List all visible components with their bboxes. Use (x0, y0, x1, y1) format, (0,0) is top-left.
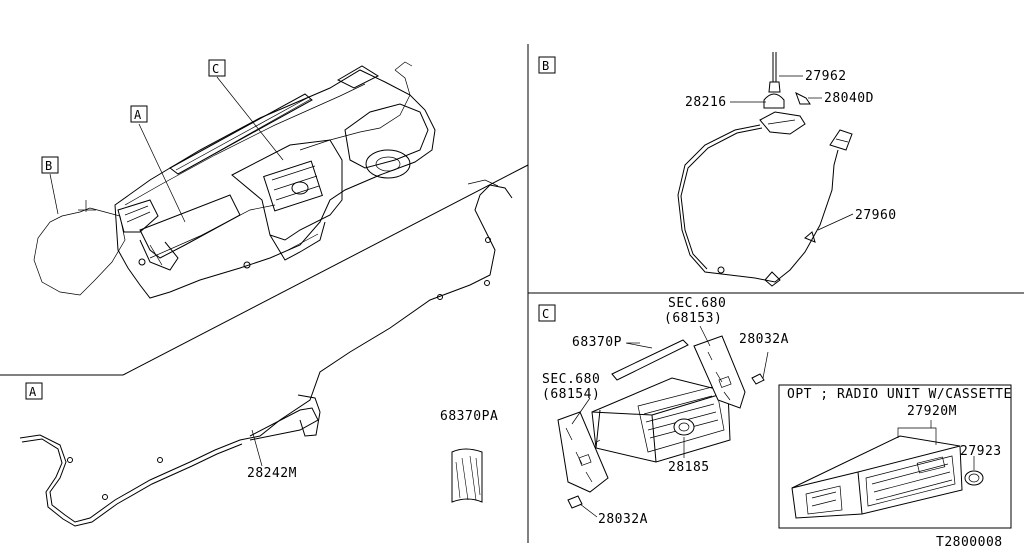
part-label-68370pa: 68370PA (440, 409, 498, 424)
overview-callout-c: C (208, 59, 226, 77)
svg-text:A: A (29, 385, 37, 399)
svg-text:C: C (212, 62, 219, 76)
part-label-27962: 27962 (805, 69, 847, 84)
section-label-a: A (25, 382, 43, 400)
part-label-27960: 27960 (855, 208, 897, 223)
part-label-27923: 27923 (960, 444, 1002, 459)
sec-ref-upper-line2: (68153) (664, 311, 722, 326)
part-label-68370p: 68370P (572, 335, 622, 350)
svg-text:C: C (542, 307, 549, 321)
sec-ref-lower-line2: (68154) (542, 387, 600, 402)
part-label-27920m: 27920M (907, 404, 957, 419)
section-label-b: B (538, 56, 556, 74)
sec-ref-upper-line1: SEC.680 (668, 296, 726, 311)
sec-ref-lower-line1: SEC.680 (542, 372, 600, 387)
section-label-c: C (538, 304, 556, 322)
overview-callout-a: A (130, 105, 148, 123)
part-label-28040d: 28040D (824, 91, 874, 106)
part-label-28242m: 28242M (247, 466, 297, 481)
audio-unit-28185 (557, 325, 769, 518)
drawing-code: T2800008 (936, 535, 1003, 550)
part-label-28032a-bottom: 28032A (598, 512, 648, 527)
svg-text:A: A (134, 108, 142, 122)
feeder-cable-28242m (19, 179, 513, 527)
overview-callout-b: B (41, 156, 59, 174)
panel-dividers (0, 44, 1024, 543)
part-label-28185: 28185 (668, 460, 710, 475)
part-label-28216: 28216 (685, 95, 727, 110)
svg-text:B: B (45, 159, 52, 173)
option-box-radio-cassette (778, 384, 1012, 529)
tape-68370pa (451, 448, 483, 503)
option-box-title: OPT ; RADIO UNIT W/CASSETTE (787, 387, 1012, 402)
part-label-28032a-top: 28032A (739, 332, 789, 347)
svg-text:B: B (542, 59, 549, 73)
antenna-assembly (677, 52, 854, 287)
instrument-panel-overview (33, 61, 436, 299)
